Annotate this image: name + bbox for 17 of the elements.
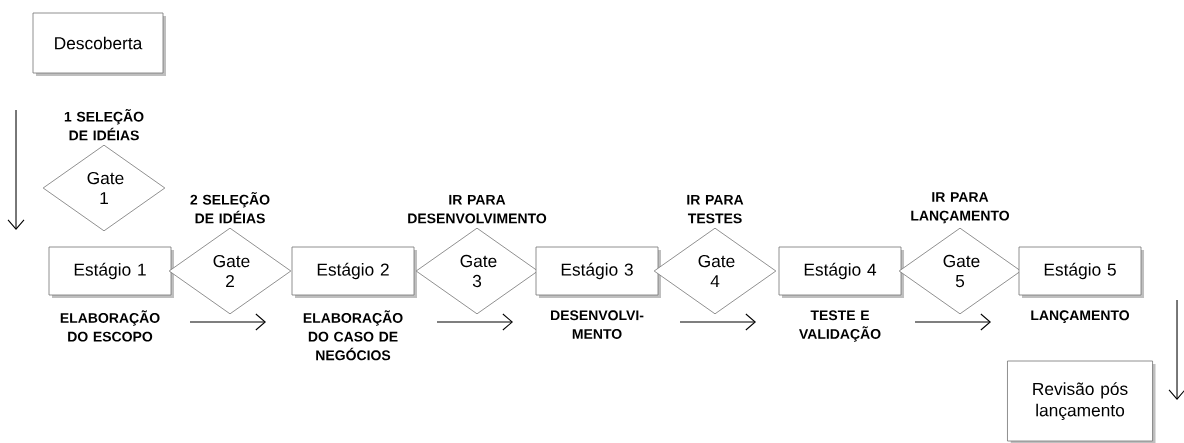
process-box: Estágio 5 bbox=[1018, 246, 1142, 296]
process-box: Estágio 2 bbox=[291, 246, 415, 296]
stage-label: ELABORAÇÃO DO ESCOPO bbox=[60, 310, 160, 342]
stage-label: 2 SELEÇÃO DE IDÉIAS bbox=[190, 192, 270, 224]
process-box: Revisão pós lançamento bbox=[1007, 360, 1153, 442]
stage-label: IR PARA DESENVOLVIMENTO bbox=[408, 194, 547, 224]
process-box: Estágio 4 bbox=[778, 246, 902, 296]
stage-label: DESENVOLVI- MENTO bbox=[551, 310, 644, 339]
process-box: Estágio 3 bbox=[535, 246, 659, 296]
stage-label: 1 SELEÇÃO DE IDÉIAS bbox=[64, 109, 144, 141]
stage-label: LANÇAMENTO bbox=[1031, 310, 1130, 323]
stage-label: TESTE E VALIDAÇÃO bbox=[799, 310, 881, 342]
stage-label: ELABORAÇÃO DO CASO DE NEGÓCIOS bbox=[303, 310, 403, 361]
process-box: Estágio 1 bbox=[48, 246, 172, 296]
stage-label: IR PARA TESTES bbox=[687, 194, 744, 224]
stage-label: IR PARA LANÇAMENTO bbox=[911, 192, 1010, 224]
process-box: Descoberta bbox=[32, 12, 164, 74]
